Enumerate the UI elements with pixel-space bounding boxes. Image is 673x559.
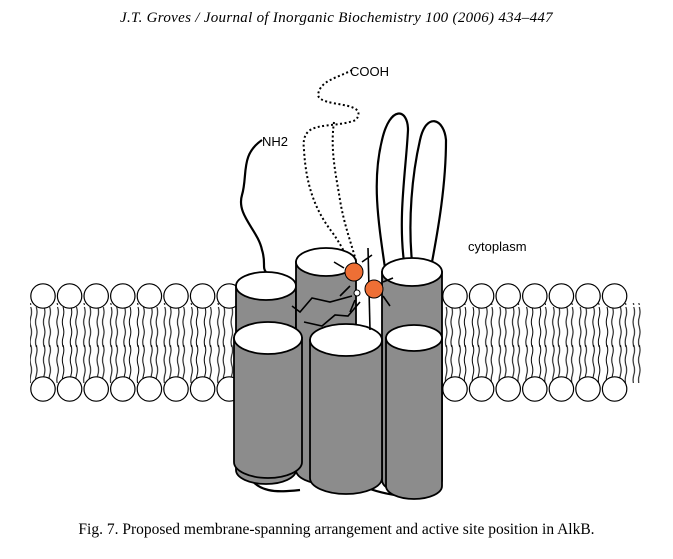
lipid-head <box>163 376 189 402</box>
lipid-head <box>56 283 83 309</box>
lipid-head <box>163 283 189 309</box>
helix-5 <box>309 323 383 495</box>
ligand-lines <box>291 247 394 331</box>
lipid-head <box>548 376 575 402</box>
transmembrane-helices <box>233 247 443 500</box>
lipid-head <box>30 376 56 402</box>
lipid-head <box>30 283 56 309</box>
helix-top <box>309 323 383 357</box>
helix-top <box>385 324 443 352</box>
lipid-head <box>575 376 601 402</box>
lipid-head <box>189 376 216 402</box>
lipid-head <box>521 283 548 309</box>
helix-top <box>381 257 443 287</box>
c-terminal-dotted-chain <box>302 69 360 271</box>
lipid-headgroups <box>30 283 628 402</box>
helix-top <box>295 247 357 277</box>
cytoplasmic-loop-a <box>375 112 410 269</box>
running-header: J.T. Groves / Journal of Inorganic Bioch… <box>120 10 553 26</box>
lipid-head <box>468 376 495 402</box>
helix-4 <box>233 321 303 479</box>
lipid-head <box>548 283 575 309</box>
figure-caption: Fig. 7. Proposed membrane-spanning arran… <box>78 521 595 538</box>
lipid-head <box>521 376 548 402</box>
membrane-protein-figure: COOH NH2 cytoplasm <box>30 64 642 500</box>
lipid-head <box>468 283 495 309</box>
lipid-head <box>56 376 83 402</box>
helix-6 <box>385 324 443 500</box>
lipid-head <box>189 283 216 309</box>
lipid-head <box>601 283 628 309</box>
lipid-head <box>136 283 163 309</box>
c-terminus-label: COOH <box>350 64 389 79</box>
lipid-head <box>495 376 521 402</box>
cytoplasm-label: cytoplasm <box>468 239 527 254</box>
lipid-head <box>110 376 136 402</box>
lipid-head <box>575 283 601 309</box>
oxygen-bridge <box>353 289 361 297</box>
lipid-head <box>442 376 468 402</box>
lipid-tails-right <box>440 303 642 383</box>
helix-body <box>309 339 383 495</box>
iron-atom-2 <box>364 279 384 299</box>
helix-top <box>233 321 303 355</box>
iron-atom-1 <box>344 262 364 282</box>
lipid-head <box>136 376 163 402</box>
helix-top <box>235 271 297 301</box>
lipid-head <box>110 283 136 309</box>
helix-body <box>385 337 443 500</box>
lipid-head <box>601 376 628 402</box>
n-terminus-label: NH2 <box>262 134 288 149</box>
lipid-head <box>495 283 521 309</box>
di-iron-active-site <box>291 247 394 331</box>
lipid-tails-left <box>30 303 242 383</box>
lipid-head <box>83 283 109 309</box>
cytoplasmic-loop-b <box>409 120 448 263</box>
lipid-head <box>442 283 468 309</box>
n-terminal-tail <box>239 139 267 273</box>
helix-body <box>233 337 303 479</box>
lipid-head <box>83 376 109 402</box>
lipid-bilayer <box>30 283 642 402</box>
